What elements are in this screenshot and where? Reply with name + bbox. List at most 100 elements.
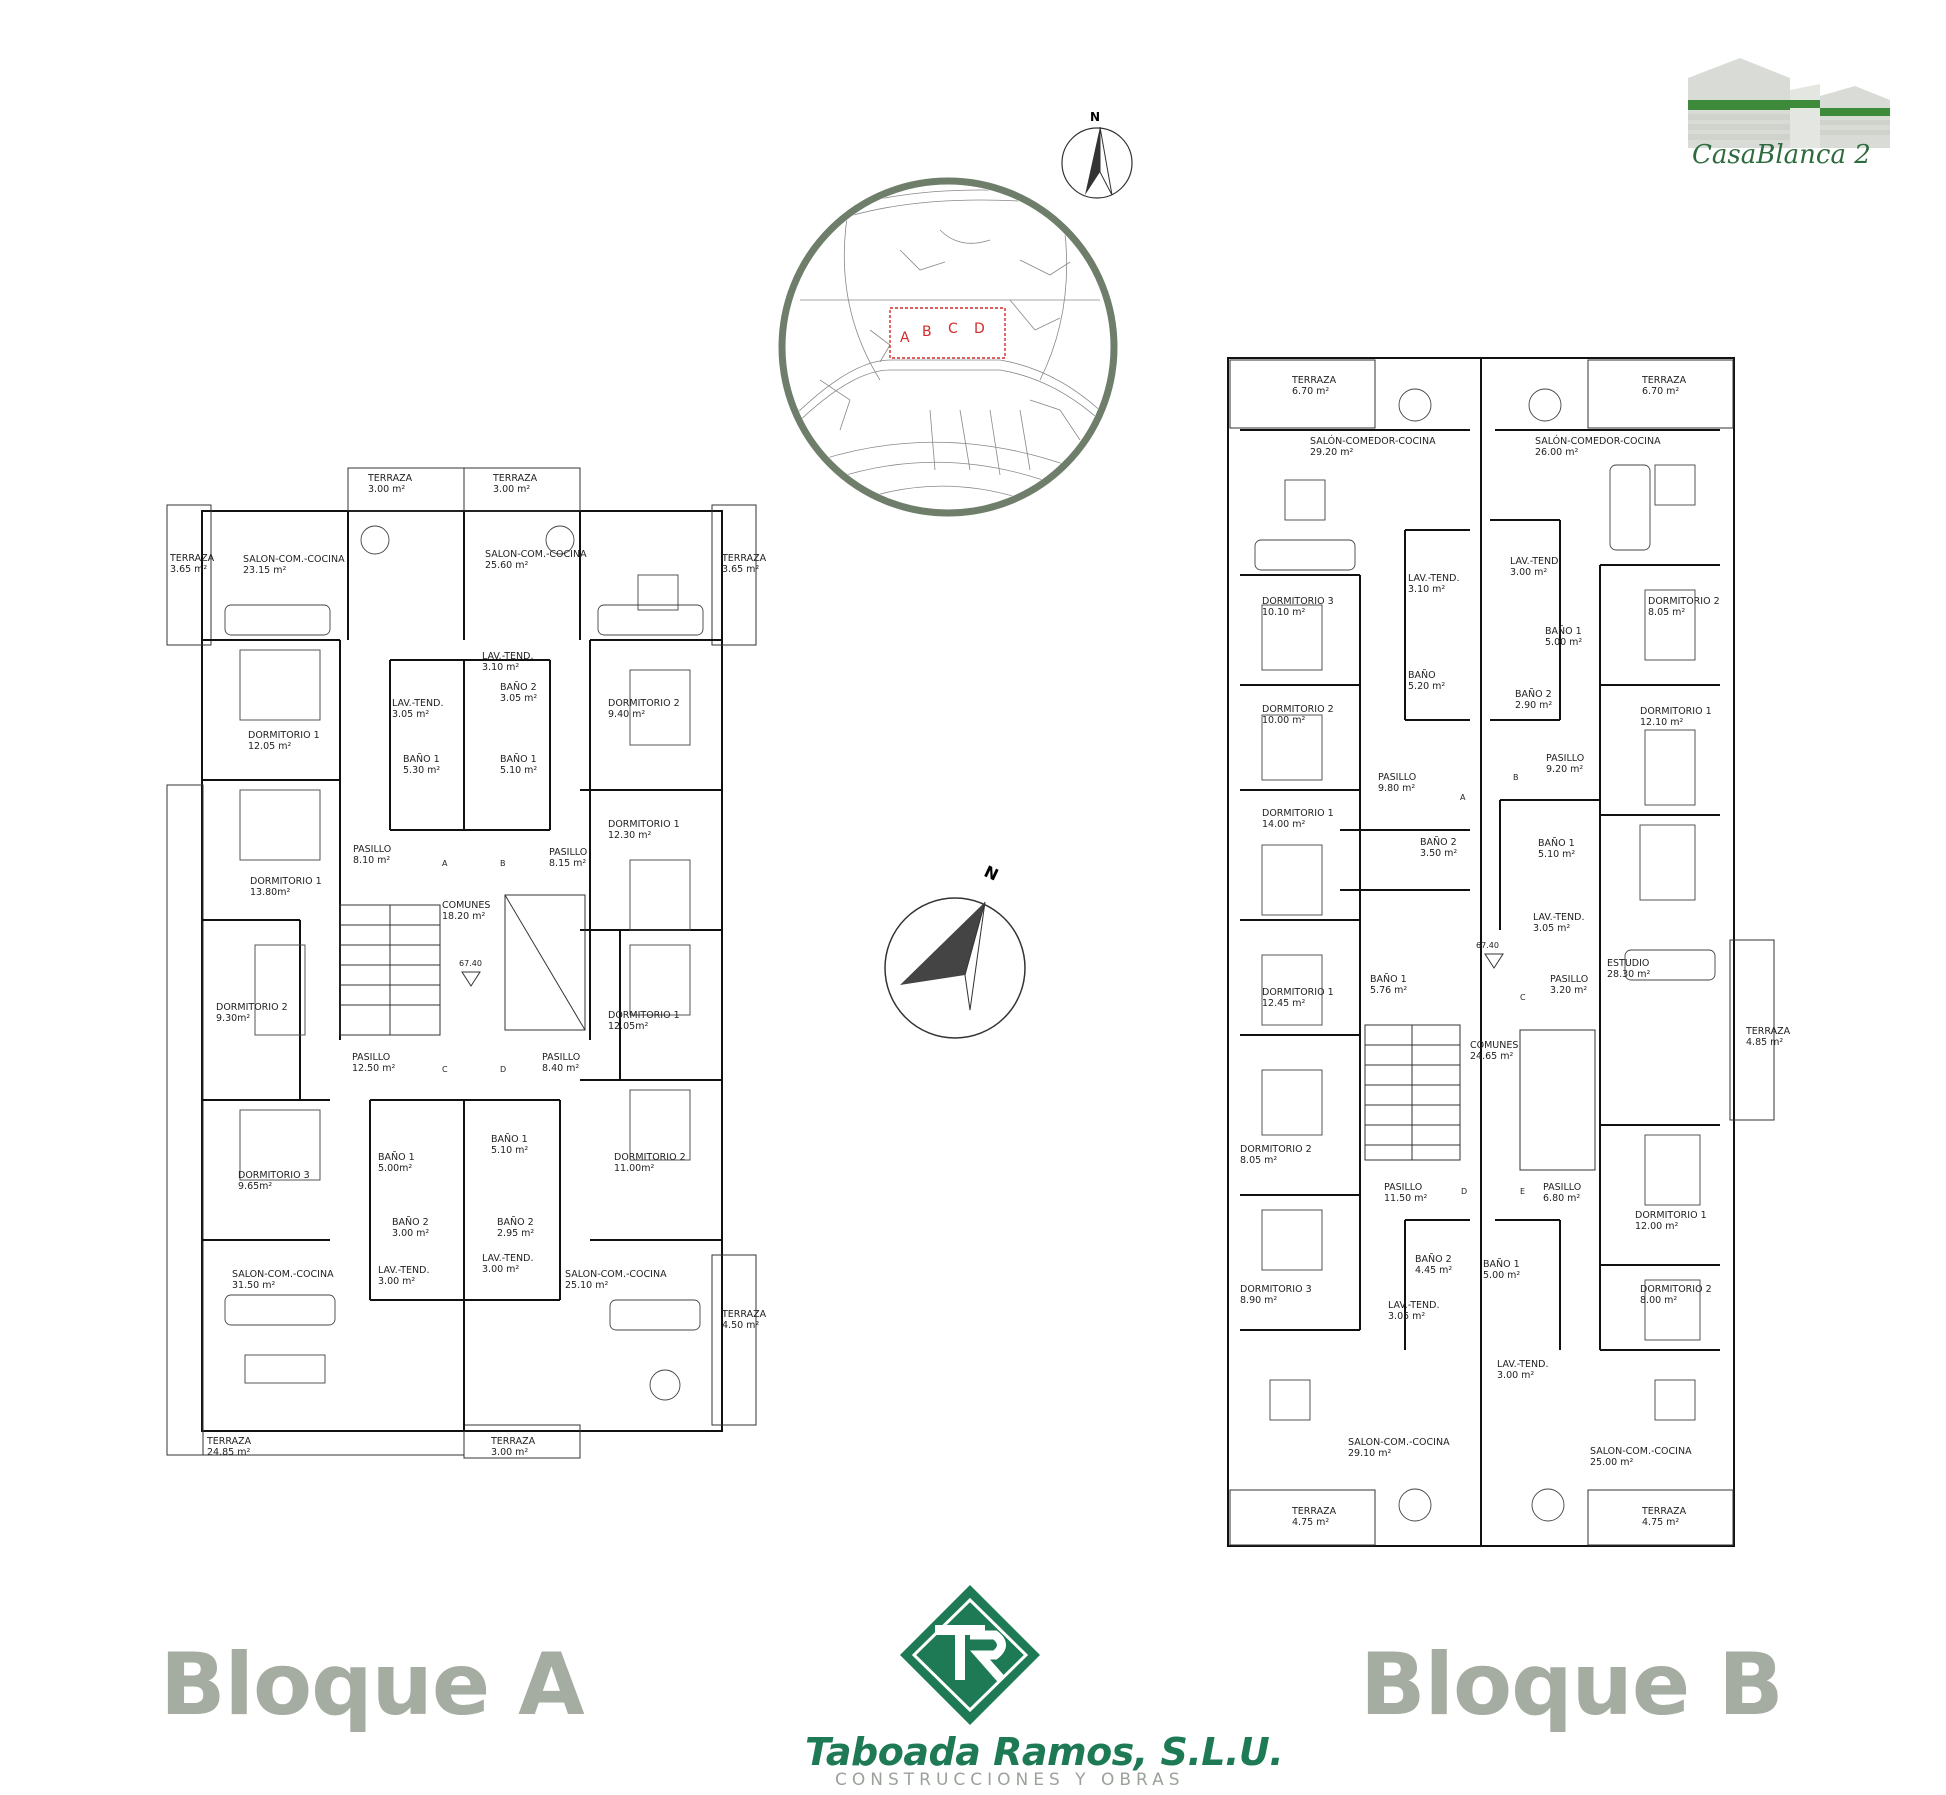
- bloque-a-room-area: 3.10 m²: [482, 662, 519, 673]
- bloque-a-room-area: 18.20 m²: [442, 911, 485, 922]
- bloque-a-room-area: 12.05m²: [608, 1021, 648, 1032]
- bloque-b-room-area: 11.50 m²: [1384, 1193, 1427, 1204]
- bloque-b-room-area: 9.80 m²: [1378, 783, 1415, 794]
- brand-buildings-icon: [1688, 58, 1890, 148]
- bloque-b-room-name: BAÑO 2: [1415, 1254, 1452, 1265]
- bloque-a-room-area: 31.50 m²: [232, 1280, 275, 1291]
- bloque-a-room-area: 5.10 m²: [491, 1145, 528, 1156]
- bloque-b-room-area: 5.76 m²: [1370, 985, 1407, 996]
- bloque-a-room-area: 4.50 m²: [722, 1320, 759, 1331]
- bloque-b-room-name: BAÑO: [1408, 670, 1436, 681]
- bloque-b-room-area: 8.05 m²: [1648, 607, 1685, 618]
- bloque-b-room-name: PASILLO: [1543, 1182, 1581, 1193]
- bloque-b-room-name: DORMITORIO 2: [1648, 596, 1720, 607]
- bloque-b-room-area: 3.20 m²: [1550, 985, 1587, 996]
- bloque-a-room-area: 2.95 m²: [497, 1228, 534, 1239]
- bloque-a-room-name: LAV.-TEND.: [392, 698, 444, 709]
- bloque-a-room-name: BAÑO 1: [500, 754, 537, 765]
- bloque-b-room-name: BAÑO 2: [1515, 689, 1552, 700]
- brand-logo: CasaBlanca 2: [1680, 48, 1910, 178]
- bloque-a-room-area: 3.65 m²: [722, 564, 759, 575]
- bloque-a-room-area: 3.00 m²: [392, 1228, 429, 1239]
- bloque-a-room-area: 5.10 m²: [500, 765, 537, 776]
- brand-name: CasaBlanca 2: [1692, 140, 1871, 170]
- bloque-b-room-area: 12.45 m²: [1262, 998, 1305, 1009]
- company-subtitle: CONSTRUCCIONES Y OBRAS: [835, 1770, 1185, 1790]
- bloque-b-room-name: DORMITORIO 1: [1262, 987, 1334, 998]
- north-arrow-rotated-icon: N: [884, 862, 1026, 1039]
- bloque-b-room-name: SALON-COM.-COCINA: [1348, 1437, 1450, 1448]
- bloque-a-room-name: COMUNES: [442, 900, 490, 911]
- company-mark-icon: [900, 1585, 1040, 1725]
- bloque-a-room-name: SALON-COM.-COCINA: [485, 549, 587, 560]
- bloque-b-room-name: ESTUDIO: [1607, 958, 1649, 969]
- bloque-a-room-area: 3.65 m²: [170, 564, 207, 575]
- bloque-a-room-area: 3.00 m²: [493, 484, 530, 495]
- bloque-a-room-name: SALON-COM.-COCINA: [243, 554, 345, 565]
- bloque-b-room-name: DORMITORIO 2: [1240, 1144, 1312, 1155]
- bloque-b-room-name: LAV.-TEND.: [1533, 912, 1585, 923]
- bloque-b-room-name: TERRAZA: [1641, 1506, 1687, 1517]
- bloque-a-room-area: 8.10 m²: [353, 855, 390, 866]
- bloque-a-room-area: 9.65m²: [238, 1181, 272, 1192]
- bloque-b-room-area: 6.80 m²: [1543, 1193, 1580, 1204]
- bloque-b-room-name: PASILLO: [1546, 753, 1584, 764]
- bloque-a-room-name: LAV.-TEND.: [482, 651, 534, 662]
- bloque-a-room-area: 12.05 m²: [248, 741, 291, 752]
- bloque-b-room-area: 8.00 m²: [1640, 1295, 1677, 1306]
- bloque-a-plan: A B C D 67.40: [166, 467, 757, 1459]
- bloque-b-room-area: 10.00 m²: [1262, 715, 1305, 726]
- bloque-b-room-area: 3.00 m²: [1510, 567, 1547, 578]
- bloque-b-room-area: 3.05 m²: [1388, 1311, 1425, 1322]
- bloque-a-room-name: TERRAZA: [206, 1436, 252, 1447]
- bloque-a-room-name: DORMITORIO 2: [614, 1152, 686, 1163]
- bloque-a-title: Bloque A: [160, 1635, 585, 1735]
- bloque-b-room-area: 14.00 m²: [1262, 819, 1305, 830]
- bloque-b-room-area: 28.30 m²: [1607, 969, 1650, 980]
- bloque-a-door-a: A: [442, 859, 448, 868]
- bloque-a-room-name: SALON-COM.-COCINA: [232, 1269, 334, 1280]
- north-label-top: N: [1090, 110, 1100, 124]
- bloque-a-room-name: DORMITORIO 1: [250, 876, 322, 887]
- bloque-a-room-area: 11.00m²: [614, 1163, 654, 1174]
- north-arrow-icon: N: [1061, 110, 1133, 199]
- bloque-b-room-name: TERRAZA: [1641, 375, 1687, 386]
- bloque-a-level: 67.40: [459, 959, 482, 968]
- bloque-b-door-a: A: [1460, 793, 1466, 802]
- site-label-d: D: [974, 321, 985, 337]
- site-outline: [889, 307, 1006, 359]
- company-name: Taboada Ramos, S.L.U.: [805, 1730, 1284, 1774]
- bloque-a-room-name: TERRAZA: [367, 473, 413, 484]
- bloque-a-room-area: 3.00 m²: [491, 1447, 528, 1458]
- bloque-b-room-area: 3.05 m²: [1533, 923, 1570, 934]
- site-map: A B C D: [778, 177, 1118, 517]
- bloque-b-room-name: DORMITORIO 2: [1640, 1284, 1712, 1295]
- north-label-center: N: [981, 862, 1001, 885]
- bloque-b-room-name: DORMITORIO 1: [1640, 706, 1712, 717]
- bloque-a-door-b: B: [500, 859, 506, 868]
- bloque-b-room-area: 9.20 m²: [1546, 764, 1583, 775]
- bloque-b-room-name: BAÑO 2: [1420, 837, 1457, 848]
- bloque-a-room-name: LAV.-TEND.: [378, 1265, 430, 1276]
- bloque-b-room-name: SALÓN-COMEDOR-COCINA: [1535, 435, 1661, 447]
- bloque-a-room-area: 3.00 m²: [482, 1264, 519, 1275]
- bloque-b-room-area: 8.90 m²: [1240, 1295, 1277, 1306]
- bloque-a-room-area: 9.30m²: [216, 1013, 250, 1024]
- bloque-b-room-area: 4.45 m²: [1415, 1265, 1452, 1276]
- bloque-a-room-name: TERRAZA: [492, 473, 538, 484]
- bloque-b-room-area: 25.00 m²: [1590, 1457, 1633, 1468]
- bloque-a-room-area: 9.40 m²: [608, 709, 645, 720]
- bloque-a-room-area: 5.00m²: [378, 1163, 412, 1174]
- bloque-a-room-area: 3.05 m²: [392, 709, 429, 720]
- bloque-b-room-name: BAÑO 1: [1483, 1259, 1520, 1270]
- bloque-b-room-area: 4.75 m²: [1292, 1517, 1329, 1528]
- bloque-b-room-area: 5.10 m²: [1538, 849, 1575, 860]
- bloque-a-room-area: 13.80m²: [250, 887, 290, 898]
- bloque-b-room-name: PASILLO: [1550, 974, 1588, 985]
- bloque-b-room-area: 10.10 m²: [1262, 607, 1305, 618]
- bloque-b-room-name: DORMITORIO 2: [1262, 704, 1334, 715]
- bloque-a-room-name: DORMITORIO 2: [608, 698, 680, 709]
- bloque-a-room-name: BAÑO 2: [392, 1217, 429, 1228]
- bloque-b-room-area: 3.10 m²: [1408, 584, 1445, 595]
